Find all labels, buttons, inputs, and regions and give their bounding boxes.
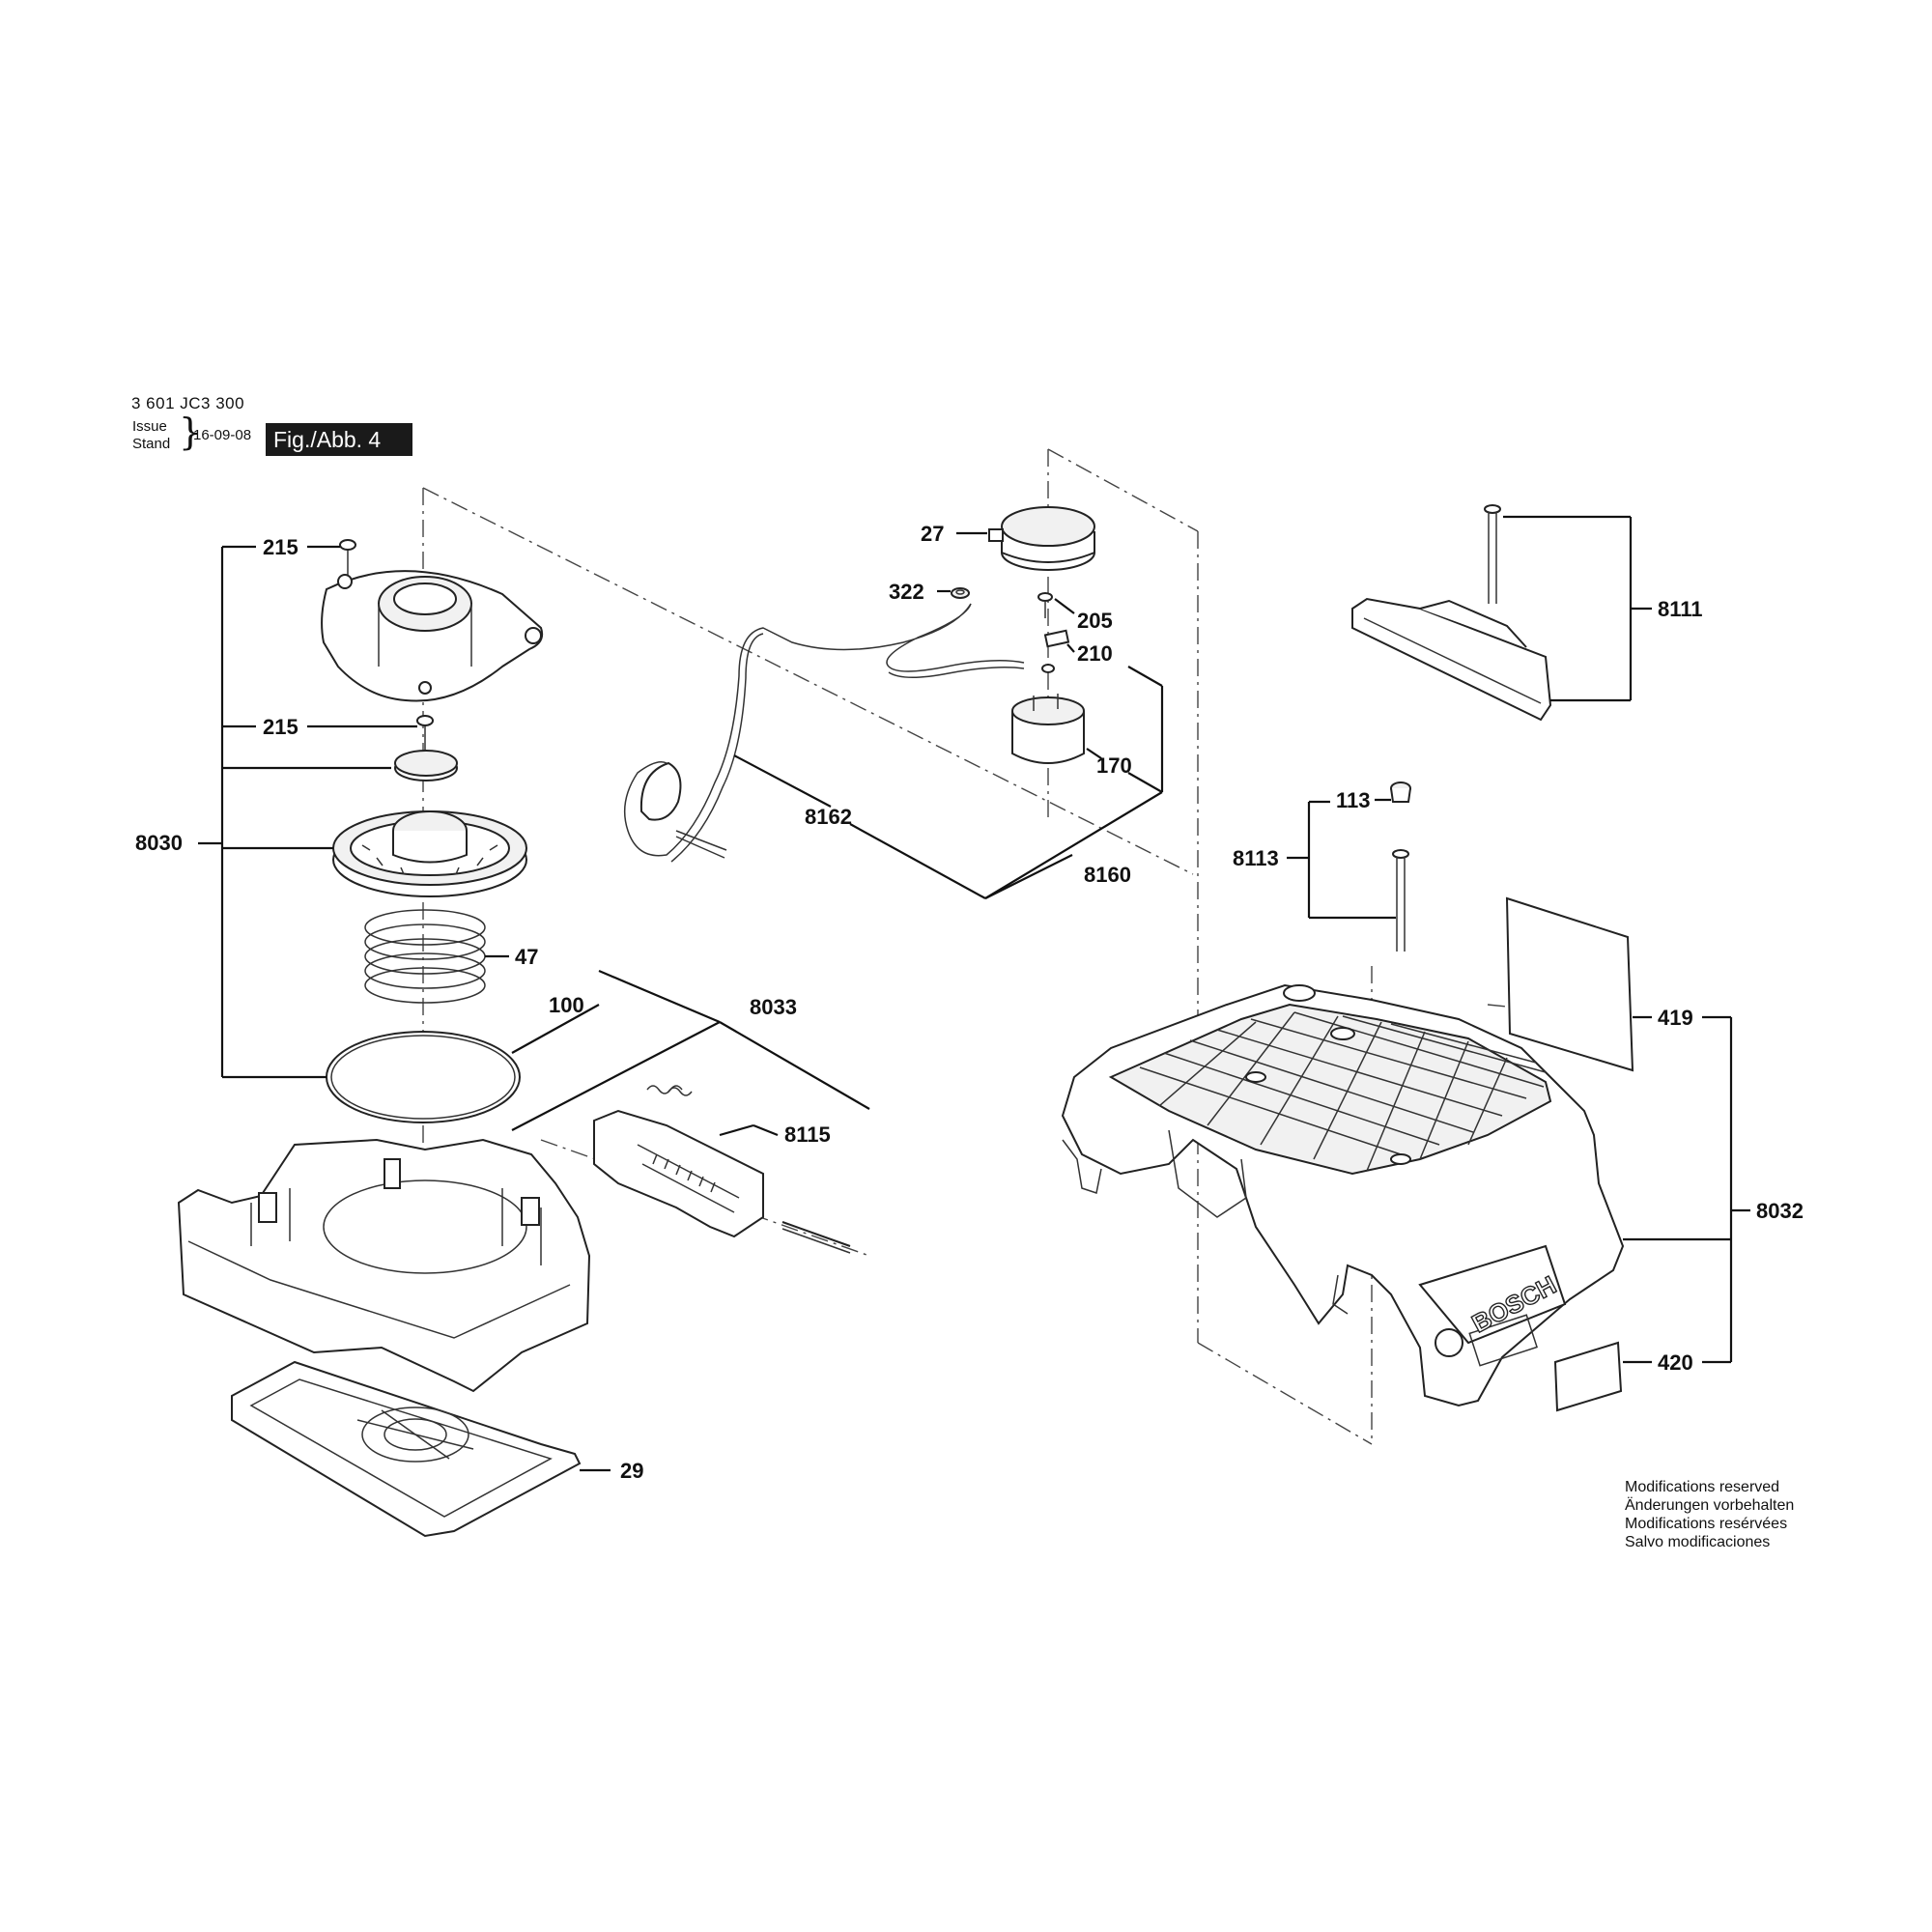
leader-lines: [198, 515, 1750, 1472]
stand-label: Stand: [132, 436, 171, 452]
callout-170: 170: [1096, 753, 1132, 778]
callout-215-lower: 215: [263, 715, 298, 739]
cable-8162: [623, 603, 1025, 863]
cap-27: [988, 506, 1095, 571]
callout-100: 100: [549, 993, 584, 1017]
issue-brace-icon: }: [179, 411, 203, 453]
callout-8111: 8111: [1658, 597, 1703, 621]
base-plate-29: [231, 1360, 582, 1538]
callout-215-top: 215: [263, 535, 298, 559]
callout-322: 322: [889, 580, 924, 604]
fan-housing-top: [321, 570, 544, 702]
callout-8160: 8160: [1084, 863, 1131, 887]
issue-label: Issue: [132, 418, 167, 435]
plug-113: [1390, 781, 1411, 803]
terminal-210: [1041, 629, 1070, 673]
long-screw-8113: [1392, 849, 1409, 952]
callout-420: 420: [1658, 1350, 1693, 1375]
long-screw-8111: [1484, 504, 1501, 604]
screw-215-top: [339, 539, 356, 578]
callout-47: 47: [515, 945, 538, 969]
cover-housing-8032: [1061, 983, 1625, 1407]
handle-8115: [593, 1085, 851, 1254]
washer-disc: [394, 750, 458, 781]
callout-113: 113: [1336, 788, 1371, 812]
note-en: Modifications reserved: [1625, 1479, 1780, 1495]
label-419: [1505, 896, 1634, 1072]
callout-8113: 8113: [1233, 846, 1279, 870]
note-fr: Modifications resérvées: [1625, 1516, 1788, 1532]
note-es: Salvo modificaciones: [1625, 1534, 1771, 1550]
callout-205: 205: [1077, 609, 1113, 633]
callout-8115: 8115: [784, 1122, 831, 1147]
screw-205: [1037, 592, 1053, 618]
callout-29: 29: [620, 1459, 643, 1483]
document-number: 3 601 JC3 300: [131, 394, 245, 412]
label-420: [1553, 1341, 1623, 1412]
screw-215-lower: [416, 715, 434, 753]
modification-notes: Modifications reserved Änderungen vorbeh…: [1625, 1478, 1794, 1551]
note-de: Änderungen vorbehalten: [1625, 1497, 1795, 1514]
fan-impeller: [332, 810, 527, 897]
issue-date: 16-09-08: [193, 427, 252, 443]
bar-8111: [1351, 597, 1552, 722]
callout-210: 210: [1077, 641, 1113, 666]
base-housing: [177, 1138, 591, 1393]
callout-419: 419: [1658, 1006, 1693, 1030]
callout-8033: 8033: [750, 995, 797, 1019]
washer-322: [951, 587, 970, 599]
callout-8030: 8030: [135, 831, 183, 855]
callout-8032: 8032: [1756, 1199, 1804, 1223]
figure-badge: Fig./Abb. 4: [266, 423, 412, 456]
o-ring-100: [326, 1031, 521, 1123]
callout-27: 27: [921, 522, 944, 546]
switch-170: [1011, 694, 1085, 764]
callout-8162: 8162: [805, 805, 852, 829]
spring-47: [364, 909, 486, 1004]
